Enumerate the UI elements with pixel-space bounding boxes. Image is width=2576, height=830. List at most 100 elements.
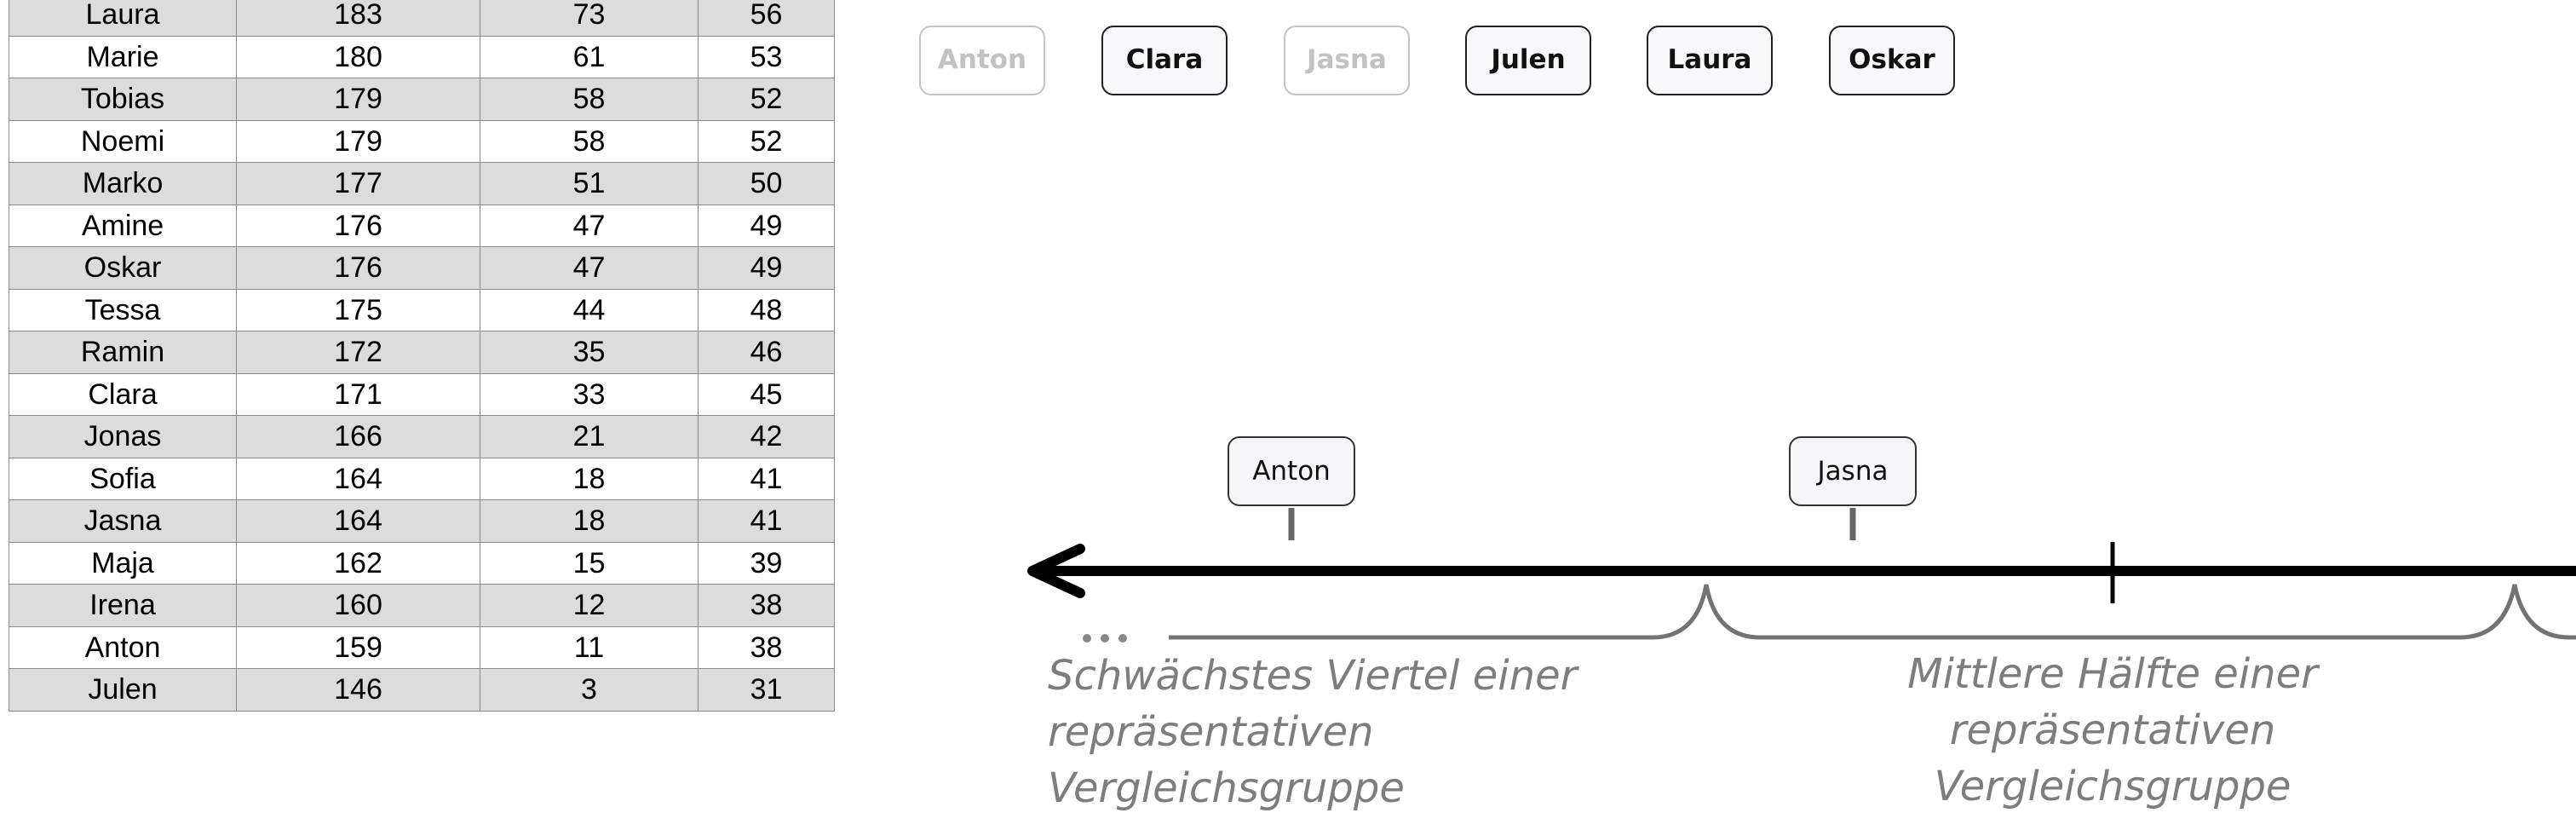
table-cell-name: Julen [9,668,237,712]
table-cell-value: 49 [698,204,835,247]
table-cell-name: Ramin [9,331,237,374]
table-cell-value: 31 [698,668,835,712]
table-cell-value: 44 [480,288,699,331]
caption-line: Vergleichsgruppe [1048,764,1405,812]
table-cell-value: 15 [480,541,699,585]
table-cell-value: 160 [236,584,480,627]
table-cell-value: 164 [236,499,480,543]
table-cell-value: 52 [698,119,835,163]
table-cell-value: 61 [480,35,699,78]
table-cell-name: Noemi [9,119,237,163]
table-cell-name: Oskar [9,246,237,290]
table-cell-value: 50 [698,162,835,205]
chip-jasna[interactable]: Jasna [1284,26,1410,95]
table-cell-name: Marko [9,162,237,205]
table-cell-value: 162 [236,541,480,585]
table-cell-name: Tobias [9,78,237,121]
table-cell-value: 164 [236,457,480,500]
table-cell-value: 52 [698,78,835,121]
table-cell-value: 176 [236,204,480,247]
marker-jasna[interactable]: Jasna [1789,436,1917,506]
chip-clara[interactable]: Clara [1101,26,1228,95]
table-cell-value: 183 [236,0,480,37]
table-cell-value: 39 [698,541,835,585]
ellipsis-dot [1083,634,1091,643]
table-cell-value: 73 [480,0,699,37]
table-cell-name: Clara [9,372,237,416]
table-cell-value: 41 [698,499,835,543]
caption-middle-half: Mittlere Hälfte einer repräsentativen Ve… [1857,646,2368,815]
bracket-middle-half [1760,584,2576,640]
chip-julen[interactable]: Julen [1465,26,1591,95]
table-cell-value: 35 [480,331,699,374]
chip-anton[interactable]: Anton [919,26,1045,95]
table-cell-value: 56 [698,0,835,37]
table-cell-value: 3 [480,668,699,712]
table-cell-value: 47 [480,246,699,290]
table-cell-value: 53 [698,35,835,78]
table-cell-value: 38 [698,625,835,669]
axis-arrow-left [1027,544,1085,598]
table-cell-name: Sofia [9,457,237,500]
table-cell-value: 172 [236,331,480,374]
table-cell-value: 159 [236,625,480,669]
table-cell-name: Amine [9,204,237,247]
ellipsis-dot [1101,634,1109,643]
table-cell-value: 179 [236,78,480,121]
chip-laura[interactable]: Laura [1647,26,1773,95]
caption-line: repräsentativen [1048,708,1374,756]
table-cell-name: Maja [9,541,237,585]
caption-line: repräsentativen [1949,706,2276,754]
table-cell-name: Marie [9,35,237,78]
table-cell-value: 47 [480,204,699,247]
caption-line: Mittlere Hälfte einer [1907,650,2318,698]
table-cell-value: 45 [698,372,835,416]
table-cell-name: Jasna [9,499,237,543]
caption-line: Vergleichsgruppe [1934,763,2291,810]
table-cell-value: 166 [236,415,480,458]
table-cell-value: 21 [480,415,699,458]
caption-weakest-quarter: Schwächstes Viertel einer repräsentative… [1048,648,1644,816]
table-cell-value: 12 [480,584,699,627]
table-cell-name: Jonas [9,415,237,458]
table-cell-value: 48 [698,288,835,331]
table-cell-value: 49 [698,246,835,290]
caption-line: Schwächstes Viertel einer [1048,652,1578,700]
marker-anton[interactable]: Anton [1228,436,1355,506]
table-cell-value: 51 [480,162,699,205]
table-cell-value: 146 [236,668,480,712]
table-cell-name: Laura [9,0,237,37]
chip-oskar[interactable]: Oskar [1829,26,1955,95]
table-cell-value: 175 [236,288,480,331]
bracket-weakest-quarter [1169,584,1761,640]
table-cell-name: Anton [9,625,237,669]
table-cell-value: 46 [698,331,835,374]
table-cell-name: Tessa [9,288,237,331]
table-cell-value: 179 [236,119,480,163]
table-cell-value: 38 [698,584,835,627]
table-cell-value: 11 [480,625,699,669]
table-cell-value: 42 [698,415,835,458]
table-cell-value: 18 [480,499,699,543]
table-cell-value: 18 [480,457,699,500]
